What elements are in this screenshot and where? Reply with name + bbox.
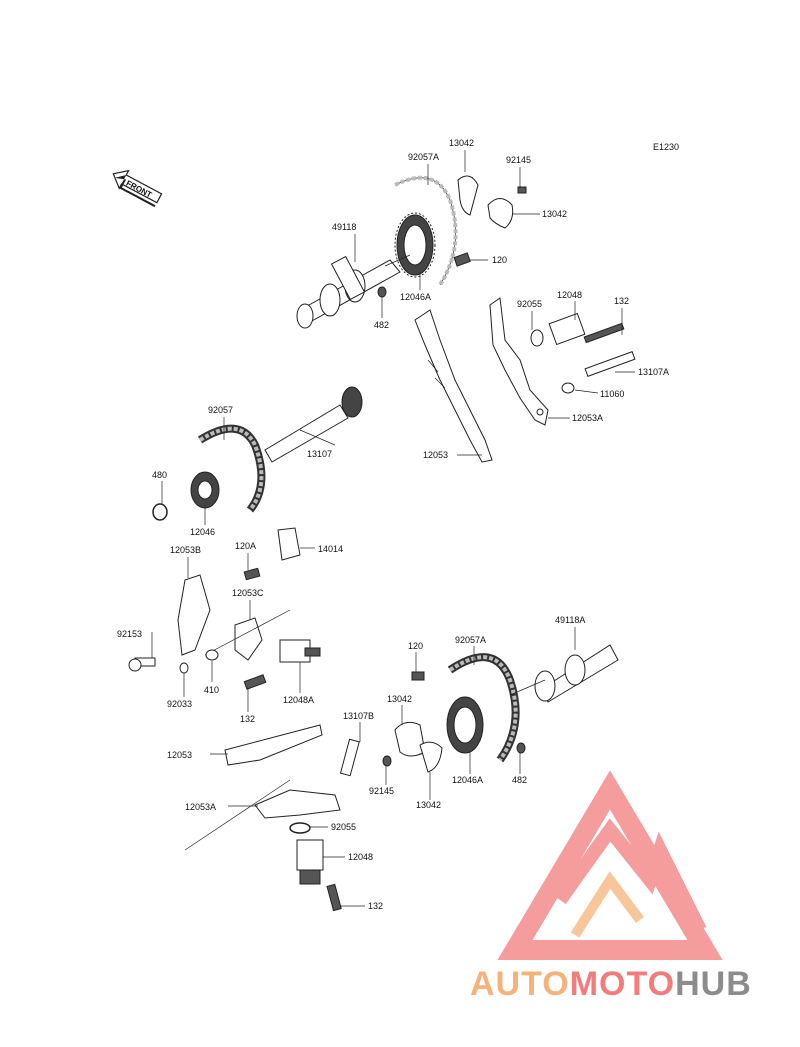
- label-120-bottom: 120: [408, 641, 423, 651]
- label-13107A: 13107A: [638, 367, 669, 377]
- label-12053B: 12053B: [170, 545, 201, 555]
- label-12048-bottom: 12048: [348, 852, 373, 862]
- label-480: 480: [152, 470, 167, 480]
- label-13042-bottom: 13042: [387, 694, 412, 704]
- tensioner-12048A: [279, 639, 321, 663]
- label-13042-top: 13042: [449, 138, 474, 148]
- label-13042-bottom2: 13042: [416, 800, 441, 810]
- plate-14014: [277, 527, 315, 561]
- tensioner-12048-bottom: [296, 839, 324, 885]
- label-92057A-bottom: 92057A: [455, 635, 486, 645]
- label-12048-top: 12048: [557, 290, 582, 300]
- chain-guide-12053-bottom: [224, 724, 323, 766]
- chain-guide-12053A-bottom: [184, 779, 341, 851]
- label-92055-bottom: 92055: [331, 822, 356, 832]
- bolt-132-bottom: [326, 883, 342, 912]
- label-12046: 12046: [190, 527, 215, 537]
- label-12053-bottom: 12053: [167, 750, 192, 760]
- bolt-13107A: [561, 351, 636, 394]
- label-12053C: 12053C: [232, 588, 264, 598]
- front-arrow-icon: FRONT: [112, 169, 163, 208]
- bolt-132-mid: [243, 674, 267, 690]
- diagram-code: E1230: [653, 142, 679, 152]
- washer-482-bottom: [516, 742, 526, 754]
- shaft-13107: [264, 386, 363, 463]
- label-49118A: 49118A: [555, 615, 585, 625]
- tensioner-12048-top: [530, 312, 625, 347]
- label-92145-bottom: 92145: [369, 786, 394, 796]
- label-132-top: 132: [614, 296, 629, 306]
- label-92057: 92057: [208, 405, 233, 415]
- washer-482-top: [377, 286, 387, 298]
- label-92057A-top: 92057A: [408, 152, 439, 162]
- chain-92057: [197, 424, 266, 513]
- part-labels: 92057A 13042 92145 13042 49118 120 12046…: [117, 138, 669, 911]
- decompressor-13042-bottom: [394, 721, 443, 773]
- oring-92033: [179, 662, 189, 674]
- plate-12053C: [204, 609, 291, 661]
- sprocket-12046A-bottom: [446, 696, 484, 754]
- bolt-120-bottom: [411, 671, 425, 681]
- label-13107B: 13107B: [343, 711, 374, 721]
- watermark-brand: AUTOMOTOHUB: [470, 965, 752, 1003]
- decompressor-13042-top: [457, 175, 527, 229]
- bolt-120A: [243, 567, 261, 581]
- guide-12053B: [177, 574, 211, 656]
- circlip-480: [152, 503, 168, 521]
- leader-lines: [151, 150, 635, 907]
- chain-guide-12053: [414, 309, 493, 463]
- label-12046A-bottom: 12046A: [452, 775, 483, 785]
- spring-92145-bottom: [382, 755, 392, 767]
- label-120A: 120A: [235, 541, 256, 551]
- label-132-mid: 132: [240, 714, 255, 724]
- automotohub-logo: [497, 770, 723, 960]
- gear-12046: [190, 471, 220, 509]
- label-12053-top: 12053: [423, 450, 448, 460]
- chain-guide-12053A-top: [489, 297, 549, 426]
- label-13042-right: 13042: [542, 209, 567, 219]
- label-120-top: 120: [492, 255, 507, 265]
- camshaft-49118A: [509, 644, 619, 703]
- label-14014: 14014: [318, 544, 343, 554]
- label-11060: 11060: [600, 389, 624, 399]
- washer-410: [205, 649, 219, 661]
- label-12053A-bottom: 12053A: [185, 802, 216, 812]
- label-92153: 92153: [117, 629, 142, 639]
- camshaft-49118: [296, 254, 411, 329]
- oring-92055-bottom: [289, 822, 311, 834]
- label-92145-top: 92145: [506, 155, 531, 165]
- label-12048A: 12048A: [283, 695, 314, 705]
- label-482-top: 482: [374, 320, 389, 330]
- label-92055-top: 92055: [517, 299, 542, 309]
- bolt-13107B: [339, 738, 360, 777]
- label-410: 410: [204, 685, 219, 695]
- label-13107: 13107: [307, 449, 332, 459]
- sprocket-12046A-top: [394, 212, 436, 278]
- label-132-bottom: 132: [368, 901, 383, 911]
- bolt-120-top: [453, 252, 488, 267]
- label-12046A-top: 12046A: [400, 292, 431, 302]
- chain-92057A-top: [394, 175, 458, 287]
- label-482-bottom: 482: [512, 775, 527, 785]
- bolt-92153: [128, 657, 156, 672]
- label-92033: 92033: [167, 699, 192, 709]
- label-12053A-top: 12053A: [572, 413, 603, 423]
- label-49118: 49118: [332, 222, 356, 232]
